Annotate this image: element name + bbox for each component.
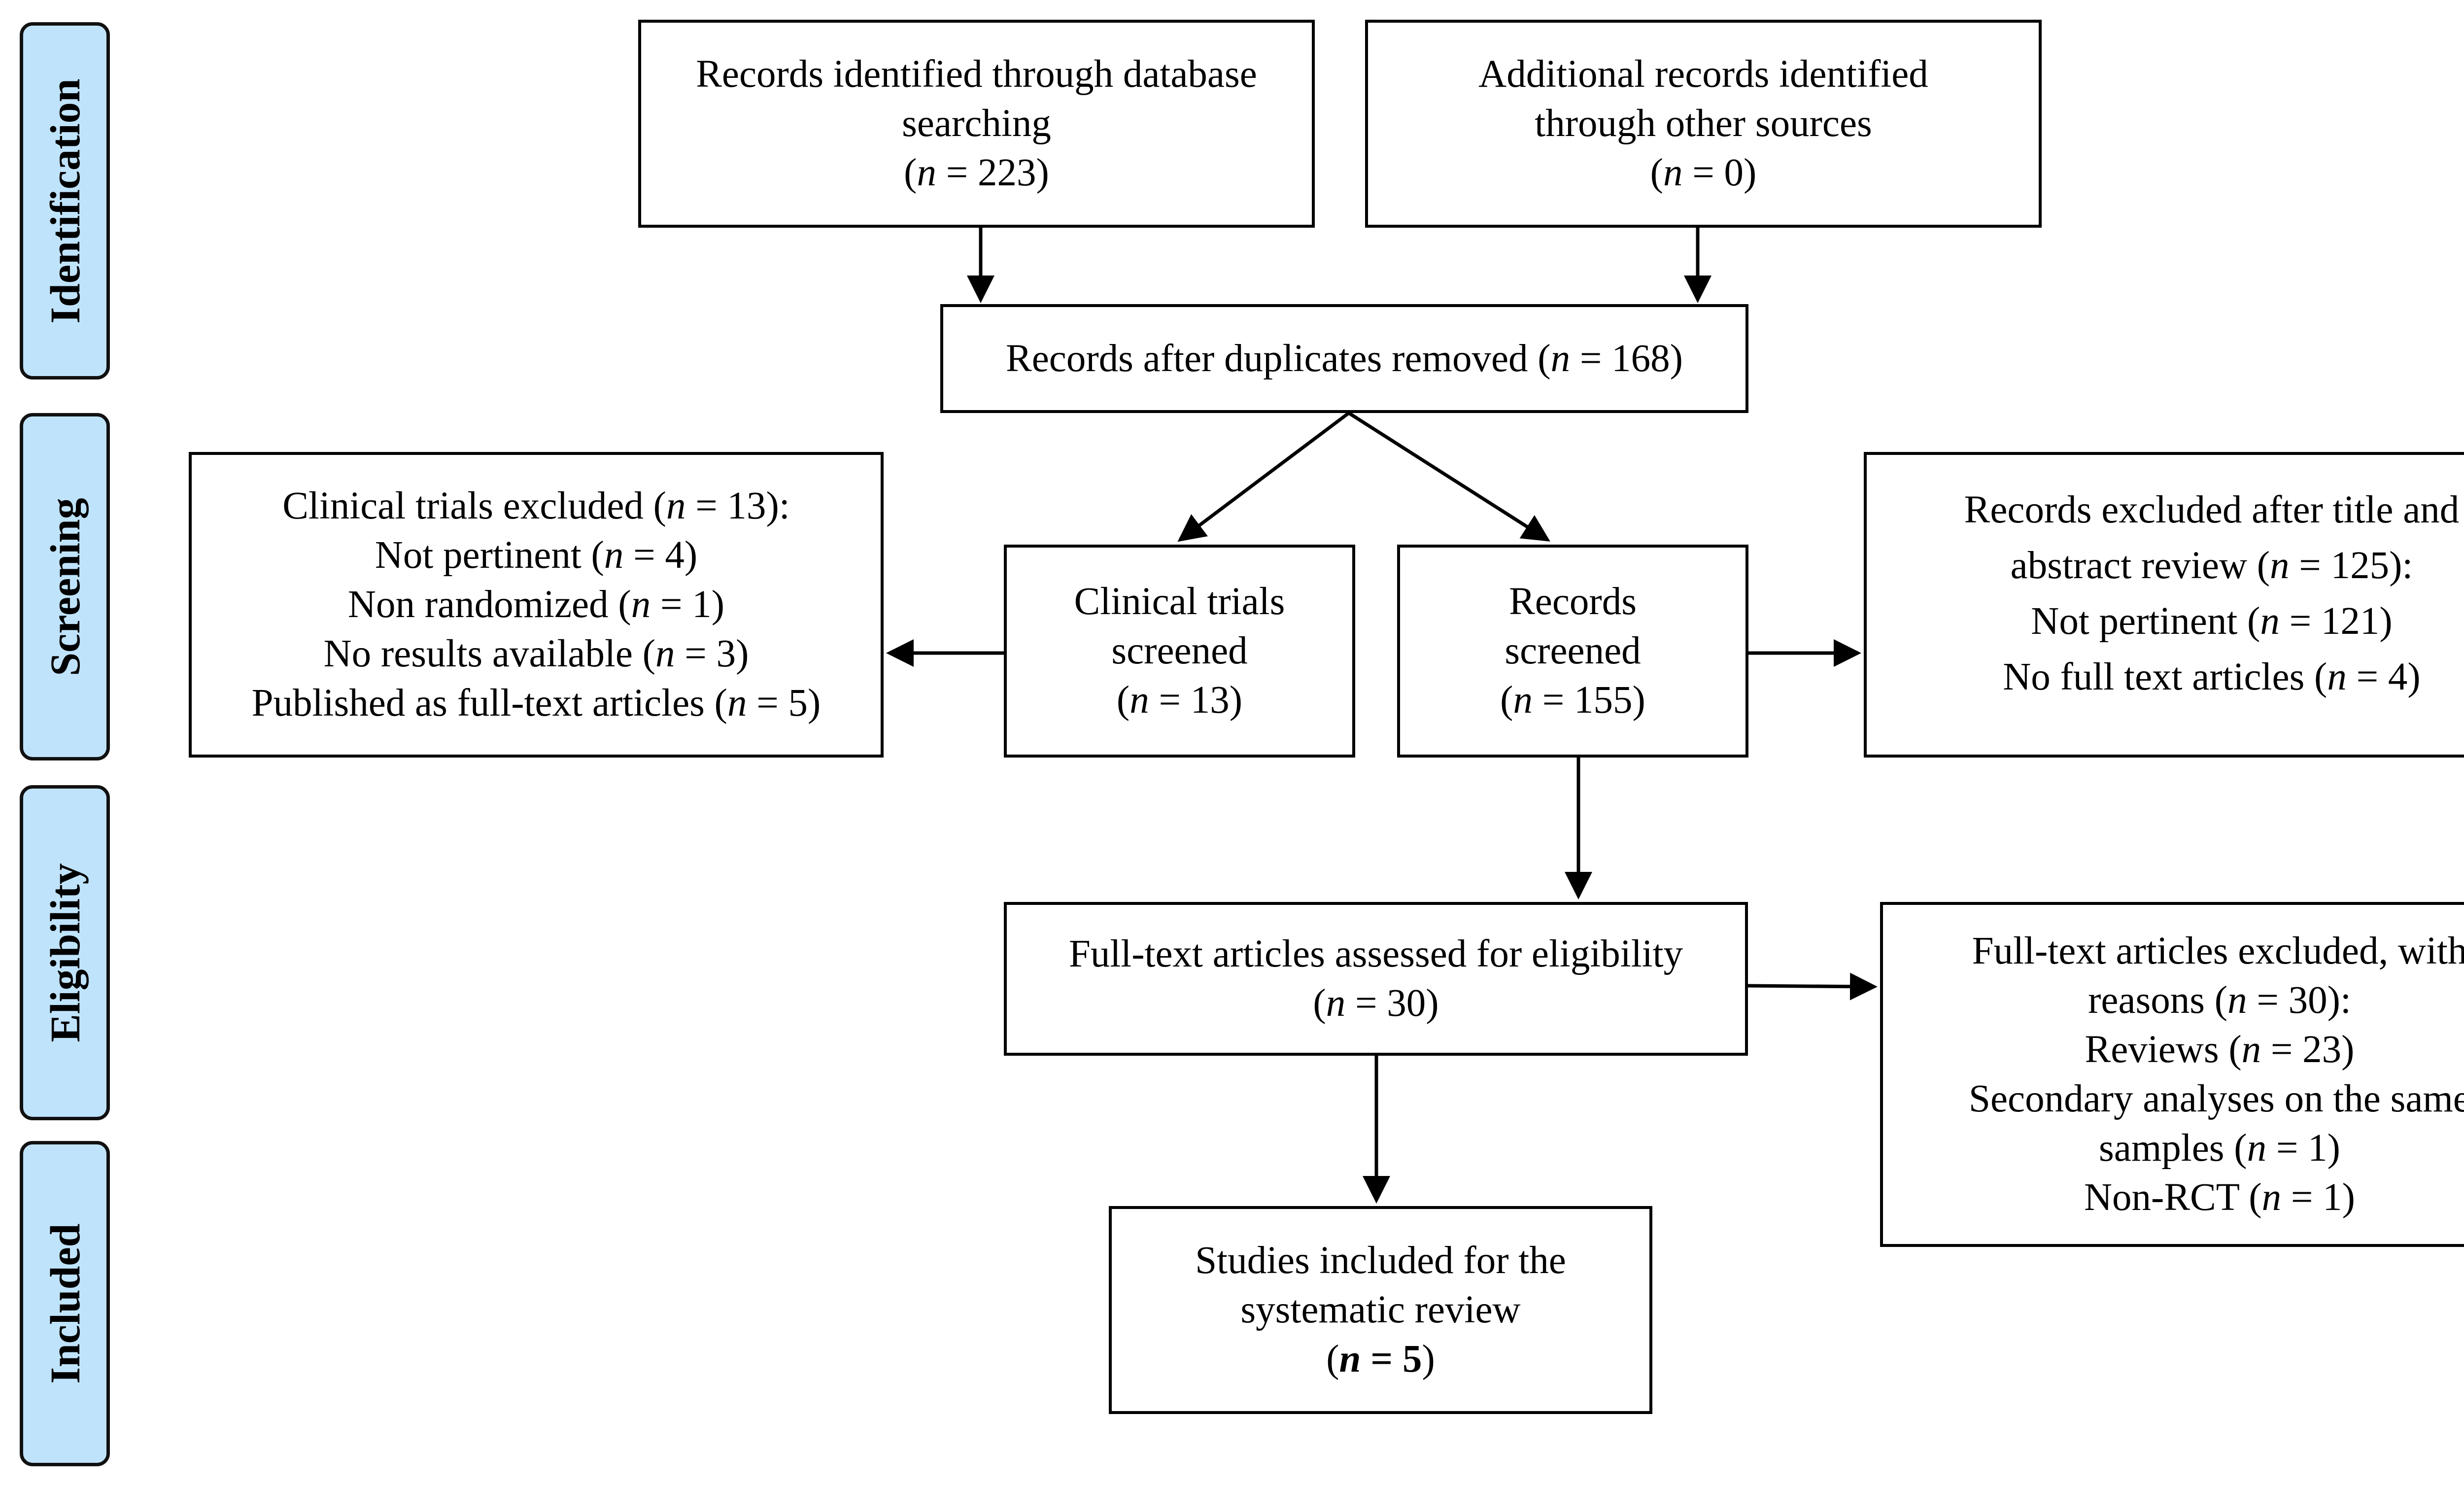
box-text-line: systematic review — [1240, 1288, 1521, 1331]
box-text-line: Records after duplicates removed (n = 16… — [1006, 337, 1683, 380]
box-database-search: Records identified through database sear… — [638, 20, 1315, 228]
box-text-line: Studies included for the — [1195, 1239, 1566, 1282]
box-text-line: Not pertinent (n = 4) — [375, 534, 698, 577]
box-text-line: Full-text articles assessed for eligibil… — [1068, 932, 1683, 975]
box-full-text-excluded: Full-text articles excluded, with reason… — [1880, 902, 2464, 1247]
box-text-line: Full-text articles excluded, with — [1972, 930, 2464, 972]
box-clinical-trials-excluded: Clinical trials excluded (n = 13): Not p… — [189, 452, 884, 758]
box-text-line: screened — [1505, 629, 1641, 672]
arrow-duplicates-to-trials — [1177, 412, 1350, 542]
arrow-fulltext-to-excluded — [1747, 972, 1878, 1001]
box-other-sources: Additional records identified through ot… — [1365, 20, 2042, 228]
box-text-line: Non-RCT (n = 1) — [2084, 1176, 2355, 1219]
box-full-text-assessed: Full-text articles assessed for eligibil… — [1004, 902, 1748, 1056]
box-studies-included: Studies included for the systematic revi… — [1109, 1206, 1652, 1414]
box-text-line: Records — [1509, 580, 1637, 623]
stage-screening: Screening — [20, 413, 110, 760]
box-text-line: Records identified through database — [696, 53, 1257, 96]
count-label: (n = 0) — [1650, 151, 1757, 194]
box-text-line: Reviews (n = 23) — [2085, 1028, 2355, 1071]
box-text-line: Clinical trials excluded (n = 13): — [282, 484, 790, 527]
box-text-line: abstract review (n = 125): — [2010, 544, 2413, 587]
box-records-screened: Records screened (n = 155) — [1397, 545, 1748, 758]
box-text-line: Secondary analyses on the same — [1969, 1077, 2464, 1120]
box-text-line: No results available (n = 3) — [323, 632, 749, 675]
box-text-line: searching — [902, 102, 1051, 145]
box-text-line: Not pertinent (n = 121) — [2031, 600, 2393, 643]
box-records-excluded: Records excluded after title and abstrac… — [1864, 452, 2464, 758]
box-after-duplicates: Records after duplicates removed (n = 16… — [940, 304, 1748, 413]
count-label: (n = 5) — [1326, 1338, 1435, 1381]
count-label: (n = 13) — [1116, 679, 1243, 722]
box-text-line: No full text articles (n = 4) — [2003, 656, 2421, 698]
box-text-line: through other sources — [1535, 102, 1872, 145]
count-label: (n = 30) — [1313, 982, 1439, 1025]
stage-included: Included — [20, 1141, 110, 1466]
stage-identification: Identification — [20, 22, 110, 380]
box-text-line: reasons (n = 30): — [2088, 979, 2351, 1022]
box-text-line: Clinical trials — [1074, 580, 1285, 623]
box-text-line: Non randomized (n = 1) — [347, 583, 725, 626]
box-text-line: Published as full-text articles (n = 5) — [251, 682, 821, 725]
box-text-line: Records excluded after title and — [1964, 488, 2460, 531]
count-label: (n = 155) — [1500, 679, 1645, 722]
box-text-line: screened — [1111, 629, 1248, 672]
arrow-duplicates-to-records — [1348, 412, 1550, 542]
box-clinical-trials-screened: Clinical trials screened (n = 13) — [1004, 545, 1355, 758]
box-text-line: Additional records identified — [1478, 53, 1928, 96]
box-text-line: samples (n = 1) — [2099, 1127, 2340, 1170]
stage-eligibility: Eligibility — [20, 785, 110, 1120]
count-label: (n = 223) — [904, 151, 1049, 194]
